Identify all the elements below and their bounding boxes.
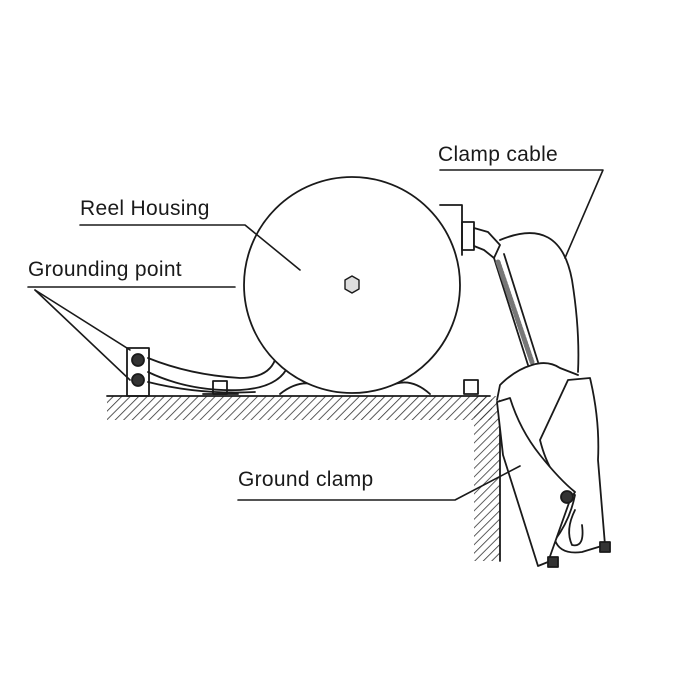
clamp-cable xyxy=(499,232,580,373)
grounding-cable xyxy=(147,357,287,394)
leader-lines xyxy=(27,169,604,501)
bolt-right xyxy=(463,379,479,395)
grounding-point-bracket xyxy=(126,347,150,397)
clamp-cable-end xyxy=(496,362,579,401)
label-grounding-point: Grounding point xyxy=(28,258,182,281)
cable-outlet xyxy=(461,221,539,366)
label-clamp-cable: Clamp cable xyxy=(438,143,559,166)
bolt-left xyxy=(202,380,239,395)
label-ground-clamp: Ground clamp xyxy=(238,468,374,491)
label-reel-housing: Reel Housing xyxy=(80,197,210,220)
axle-nut-icon xyxy=(344,275,360,294)
ground-clamp xyxy=(496,377,611,568)
